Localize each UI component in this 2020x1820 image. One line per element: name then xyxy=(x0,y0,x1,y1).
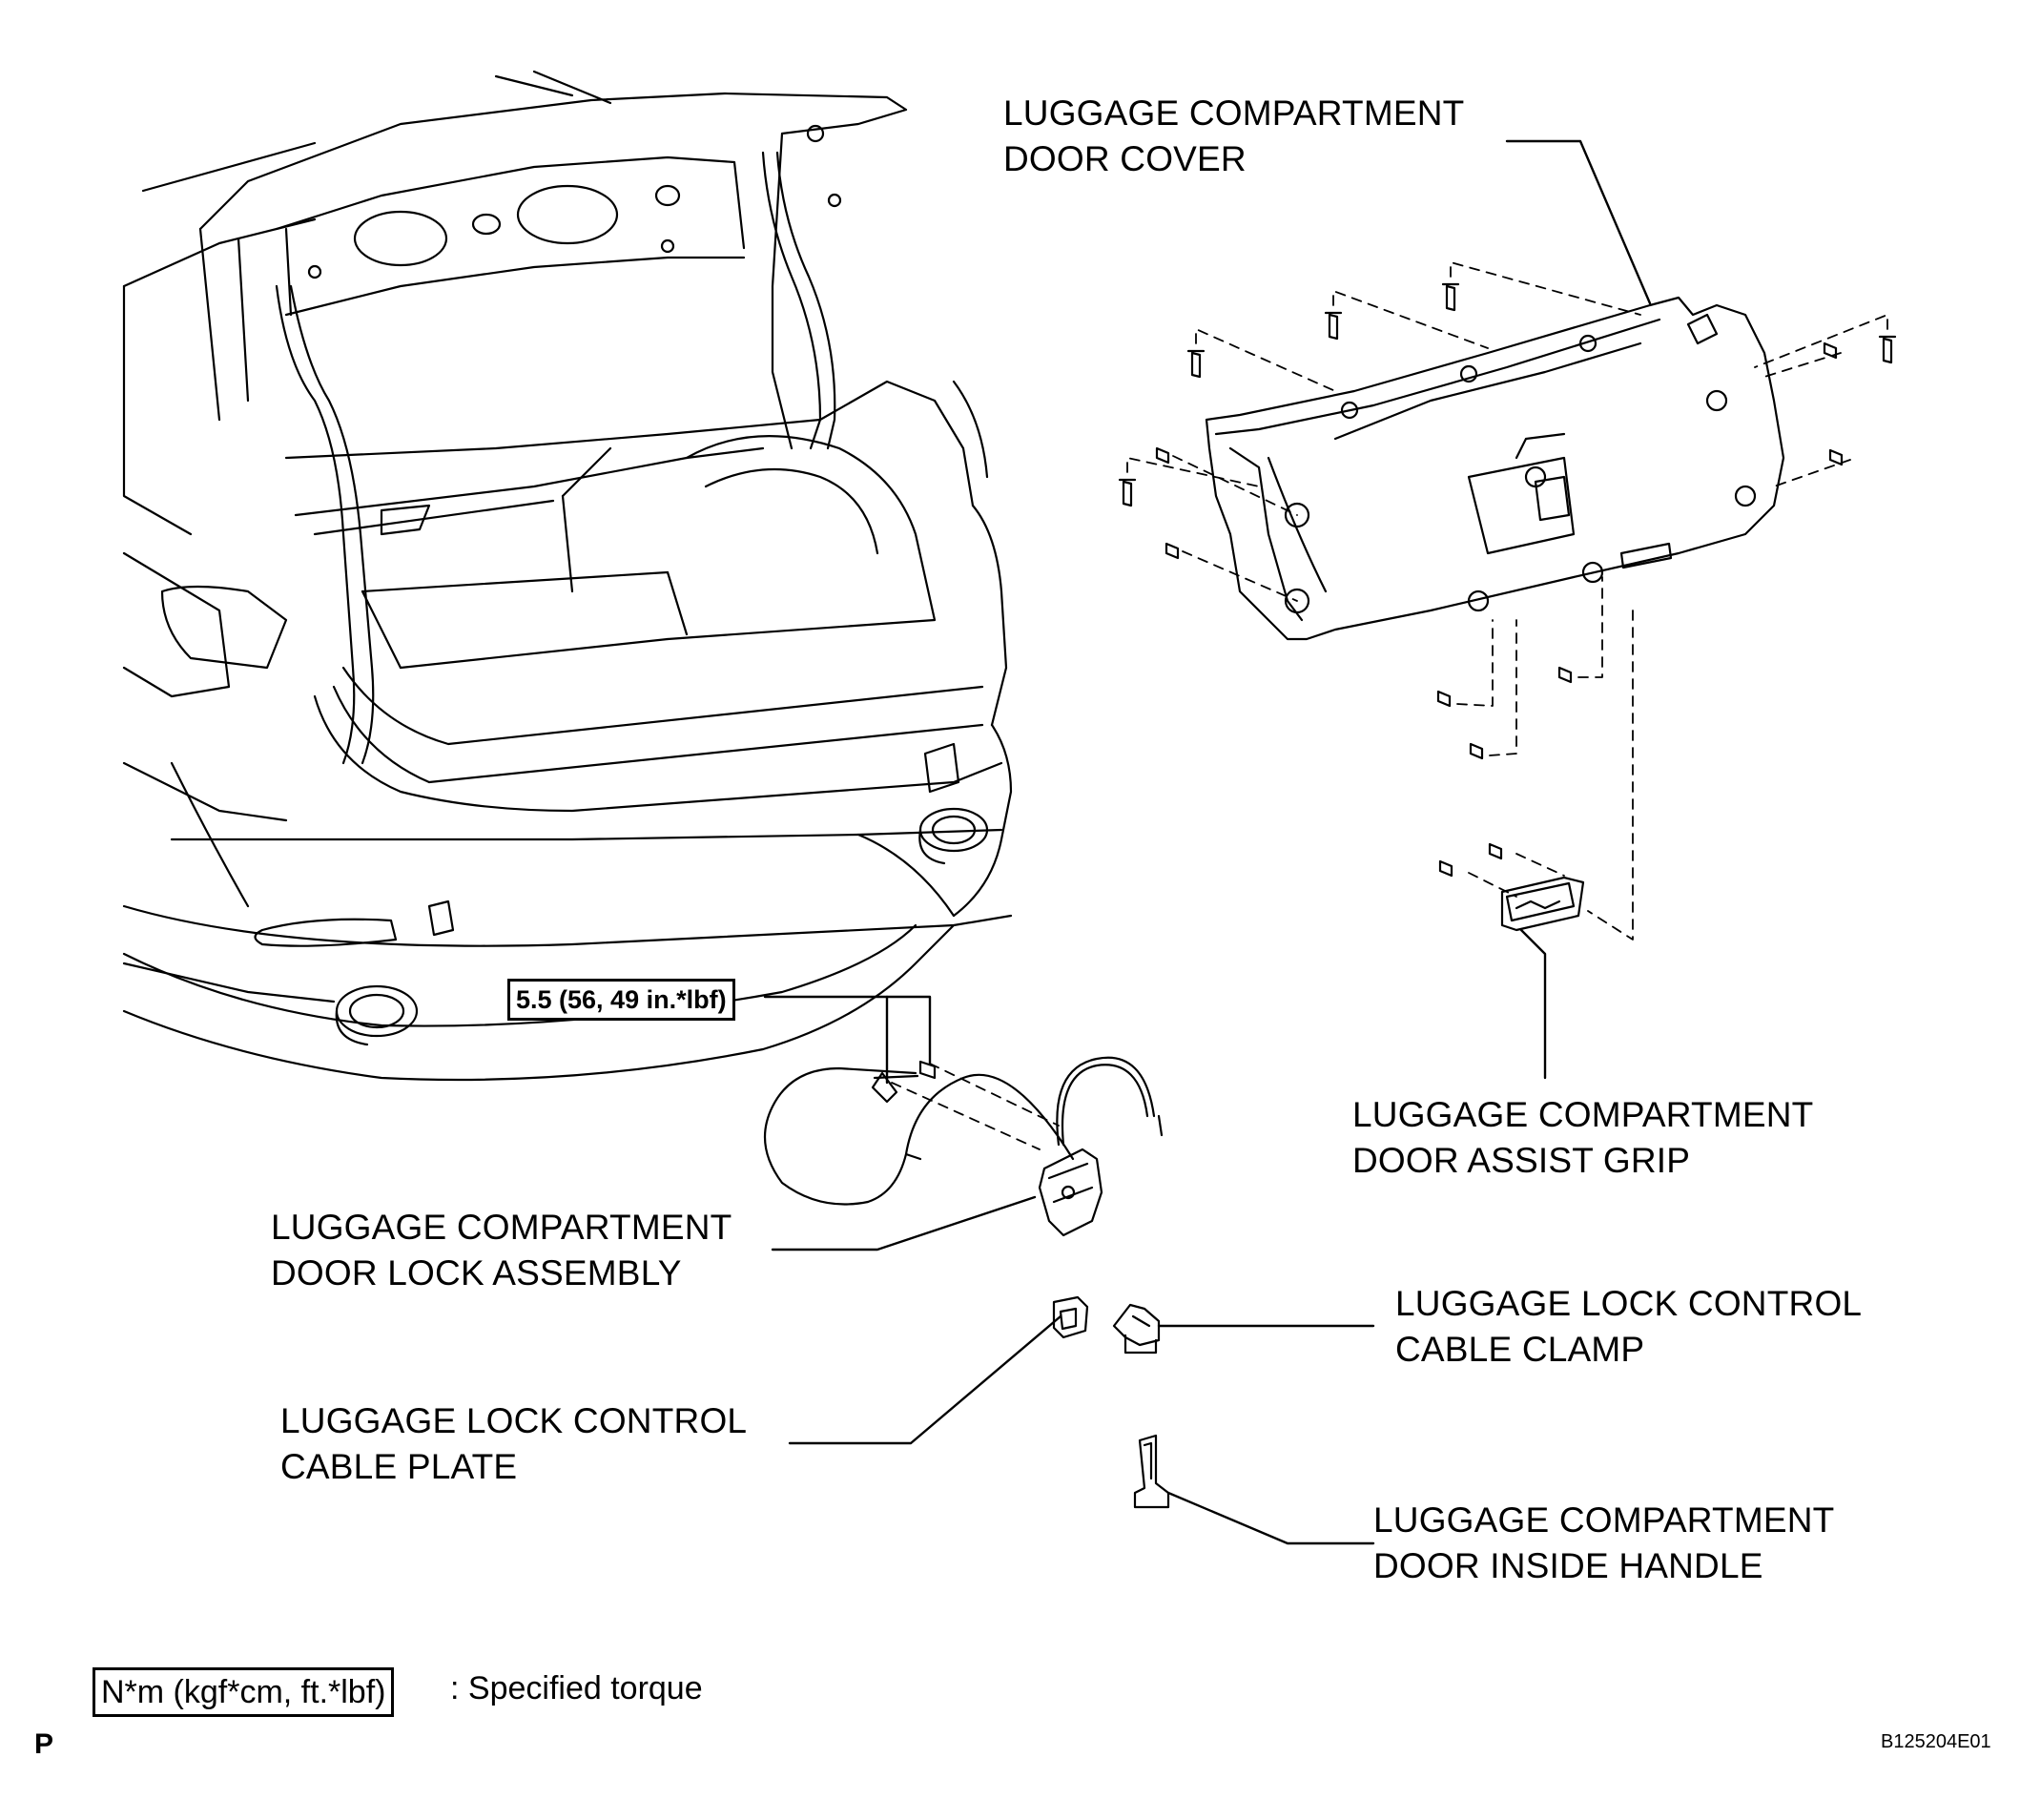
torque-spec-box: 5.5 (56, 49 in.*lbf) xyxy=(507,979,735,1021)
assist-grip-part xyxy=(1438,842,1585,932)
label-assist-grip: LUGGAGE COMPARTMENT DOOR ASSIST GRIP xyxy=(1352,1095,1814,1180)
legend-torque-box: N*m (kgf*cm, ft.*lbf) xyxy=(93,1667,395,1717)
figure-id: B125204E01 xyxy=(1881,1731,1991,1752)
cable-clamp-part xyxy=(1112,1303,1161,1355)
label-door-cover: LUGGAGE COMPARTMENT DOOR COVER xyxy=(1003,93,1465,178)
label-cable-clamp: LUGGAGE LOCK CONTROL CABLE CLAMP xyxy=(1395,1284,1863,1369)
inside-handle-part xyxy=(1133,1434,1170,1509)
leader-lines xyxy=(763,139,1652,1545)
label-inside-handle: LUGGAGE COMPARTMENT DOOR INSIDE HANDLE xyxy=(1373,1500,1835,1585)
install-lines xyxy=(891,261,1888,1150)
car-rear-illustration xyxy=(122,70,1013,1082)
label-lock-assembly: LUGGAGE COMPARTMENT DOOR LOCK ASSEMBLY xyxy=(271,1208,732,1293)
label-cable-plate: LUGGAGE LOCK CONTROL CABLE PLATE xyxy=(280,1401,748,1486)
door-cover-panel xyxy=(1205,296,1785,641)
door-cover-clips xyxy=(1118,282,1897,760)
legend-torque-text: : Specified torque xyxy=(450,1670,703,1706)
cable-plate-part xyxy=(1052,1295,1089,1339)
corner-mark: P xyxy=(34,1728,54,1760)
door-lock-assembly-part xyxy=(763,1056,1164,1237)
